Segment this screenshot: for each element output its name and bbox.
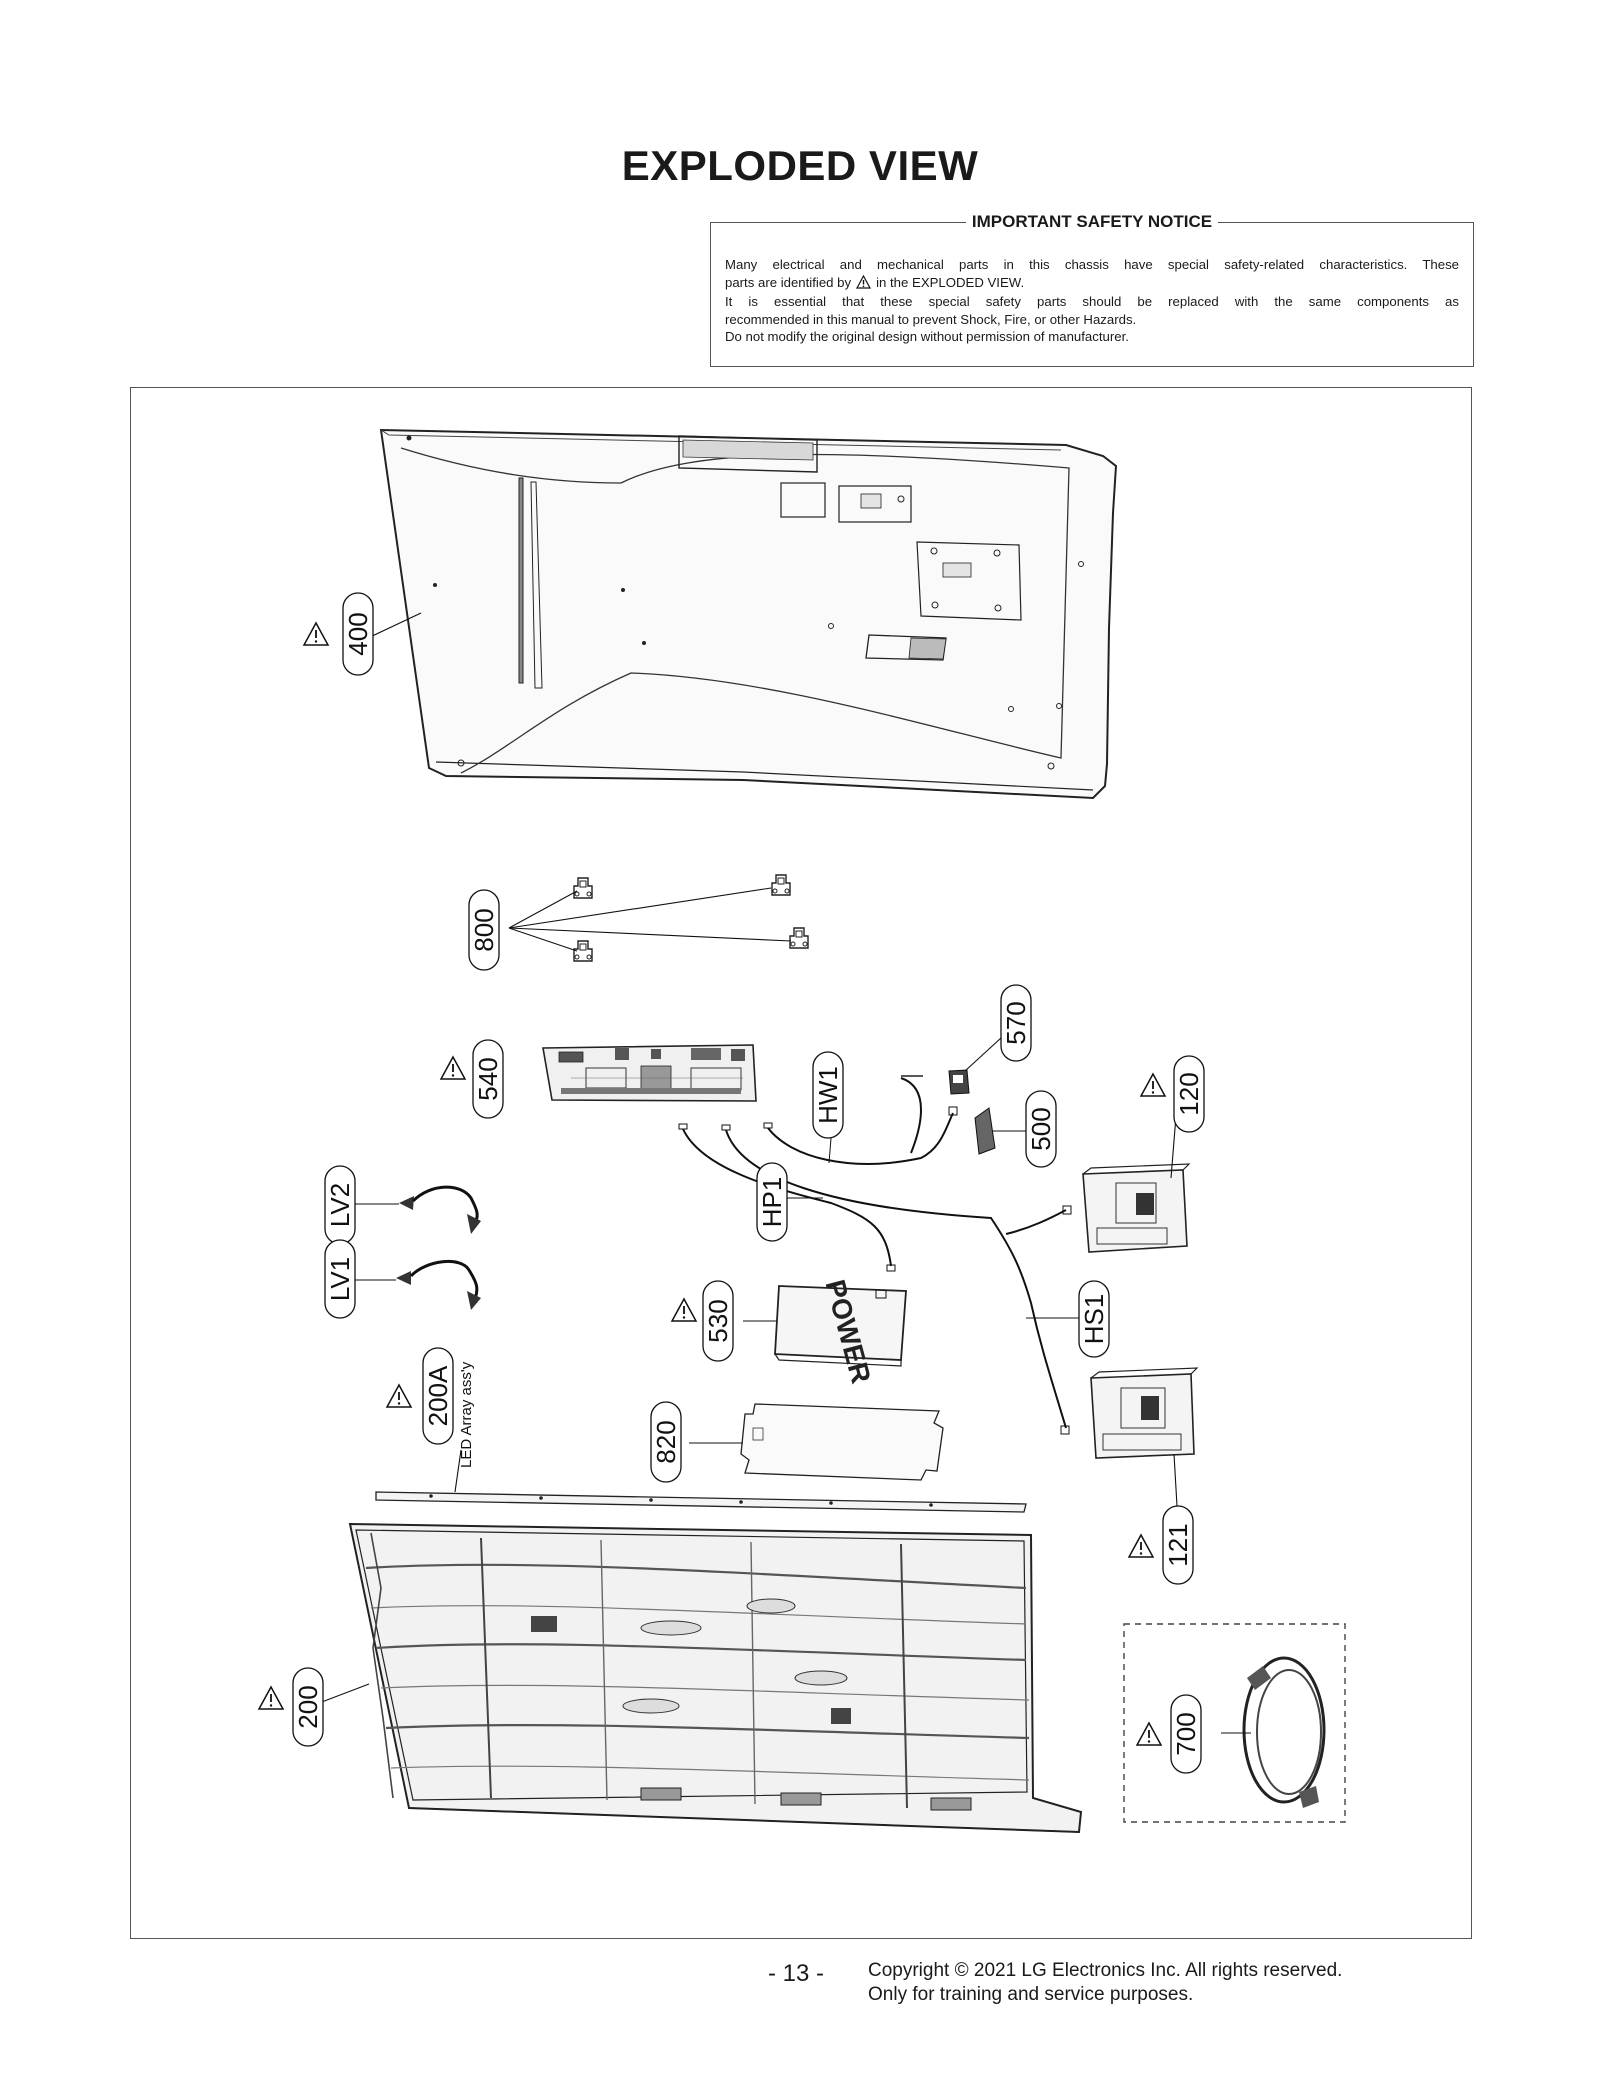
- panel-part: [305, 1522, 1083, 1834]
- exploded-view-frame: 400 800: [130, 387, 1472, 1939]
- footer-notice: Only for training and service purposes.: [868, 1984, 1194, 2005]
- warning-triangle-icon: [1140, 1073, 1166, 1097]
- callout-200a: 200A LED Array ass'y: [386, 1347, 475, 1468]
- callout-700: 700: [1136, 1694, 1202, 1774]
- callout-lv2: LV2: [324, 1165, 356, 1245]
- brackets-part: [508, 874, 809, 962]
- callout-label-540: 540: [473, 1057, 503, 1100]
- power-board-part: POWER: [743, 1276, 907, 1387]
- warning-triangle-icon: [671, 1298, 697, 1322]
- warning-triangle-icon: [856, 274, 872, 294]
- safety-notice-title: IMPORTANT SAFETY NOTICE: [965, 212, 1219, 231]
- callout-label-121: 121: [1163, 1523, 1193, 1566]
- footer-copyright: Copyright © 2021 LG Electronics Inc. All…: [868, 1960, 1343, 1981]
- notice-line-2b: in the EXPLODED VIEW.: [876, 274, 1025, 290]
- led-array-label: LED Array ass'y: [458, 1361, 475, 1468]
- warning-triangle-icon: [1136, 1722, 1162, 1746]
- callout-label-700: 700: [1171, 1712, 1201, 1755]
- footer-copyright-block: Copyright © 2021 LG Electronics Inc. All…: [868, 1959, 1342, 2007]
- warning-triangle-icon: [303, 622, 329, 646]
- callout-530: 530: [671, 1280, 734, 1362]
- callout-label-400: 400: [343, 612, 373, 655]
- notice-line-4: recommended in this manual to prevent Sh…: [725, 311, 1137, 327]
- callout-hw1: HW1: [812, 1051, 844, 1139]
- lv1-cable: [341, 1259, 481, 1310]
- callout-hp1: HP1: [756, 1162, 788, 1242]
- callout-label-500: 500: [1026, 1107, 1056, 1150]
- callout-120: 120: [1140, 1055, 1205, 1133]
- module-500-part: [974, 1107, 1026, 1155]
- module-570-part: [901, 1037, 1002, 1095]
- lv2-cable: [341, 1185, 481, 1234]
- callout-label-lv2: LV2: [325, 1183, 355, 1227]
- callout-500: 500: [1025, 1090, 1057, 1168]
- speaker-120-part: [1082, 1115, 1191, 1253]
- callout-label-hw1: HW1: [813, 1066, 843, 1124]
- callout-label-570: 570: [1001, 1001, 1031, 1044]
- notice-line-3: It is essential that these special safet…: [725, 294, 1459, 309]
- callout-800: 800: [468, 889, 500, 971]
- callout-hs1: HS1: [1078, 1280, 1110, 1358]
- callout-label-820: 820: [651, 1420, 681, 1463]
- callout-540: 540: [440, 1039, 504, 1119]
- safety-notice-body: Many electrical and mechanical parts in …: [725, 256, 1459, 346]
- safety-notice-box: IMPORTANT SAFETY NOTICE Many electrical …: [710, 212, 1474, 367]
- back-cover-part: [379, 428, 1118, 800]
- insulator-sheet-part: [689, 1403, 944, 1481]
- callout-label-200a: 200A: [423, 1365, 453, 1426]
- notice-line-5: Do not modify the original design withou…: [725, 329, 1129, 344]
- callout-label-800: 800: [469, 908, 499, 951]
- callout-label-hp1: HP1: [757, 1177, 787, 1228]
- callout-200: 200: [258, 1667, 324, 1747]
- exploded-view-diagram: 400 800: [258, 428, 1346, 1834]
- callout-label-lv1: LV1: [325, 1257, 355, 1301]
- notice-line-2: parts are identified by in the EXPLODED V…: [725, 274, 1459, 294]
- callout-lv1: LV1: [324, 1239, 356, 1319]
- callout-400: 400: [303, 592, 422, 676]
- callout-121: 121: [1128, 1505, 1194, 1585]
- callout-570: 570: [1000, 984, 1032, 1062]
- warning-triangle-icon: [386, 1384, 412, 1408]
- callout-label-200: 200: [293, 1685, 323, 1728]
- hw1-wire: [763, 1075, 958, 1165]
- callout-label-hs1: HS1: [1079, 1294, 1109, 1345]
- page-title: EXPLODED VIEW: [621, 142, 979, 189]
- power-cord-part: [1123, 1623, 1346, 1823]
- warning-triangle-icon: [1128, 1534, 1154, 1558]
- led-array-part: [375, 1449, 1027, 1513]
- warning-triangle-icon: [440, 1056, 466, 1080]
- callout-label-120: 120: [1174, 1072, 1204, 1115]
- safety-notice-title-wrap: IMPORTANT SAFETY NOTICE: [711, 212, 1473, 232]
- callout-label-530: 530: [703, 1299, 733, 1342]
- main-board-part: [542, 1044, 757, 1102]
- callout-820: 820: [650, 1401, 682, 1483]
- page-number: - 13 -: [768, 1960, 825, 1987]
- speaker-121-part: [1090, 1367, 1199, 1507]
- notice-line-1: Many electrical and mechanical parts in …: [725, 257, 1459, 272]
- notice-line-2a: parts are identified by: [725, 274, 852, 290]
- warning-triangle-icon: [258, 1686, 284, 1710]
